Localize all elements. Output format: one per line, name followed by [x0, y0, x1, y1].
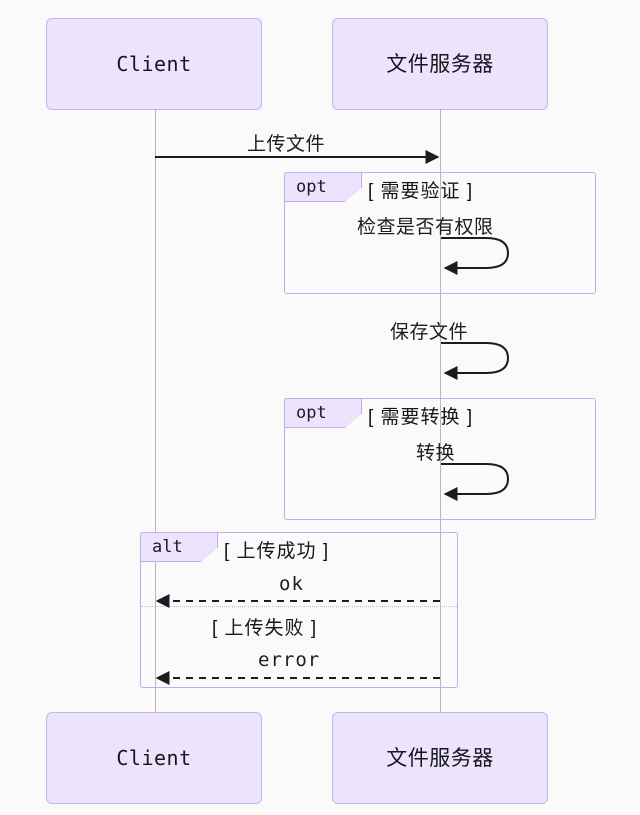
fragment-keyword: opt: [296, 402, 327, 423]
participant-label: 文件服务器: [386, 746, 494, 770]
fragment-opt-needs-conversion: opt: [284, 398, 596, 520]
fragment-keyword: opt: [296, 176, 327, 197]
participant-box-server-top[interactable]: 文件服务器: [332, 18, 548, 110]
message-label-error: error: [258, 649, 321, 671]
message-label-ok: ok: [279, 573, 304, 595]
participant-box-client-bottom[interactable]: Client: [46, 712, 262, 804]
participant-label: Client: [116, 746, 192, 770]
fragment-label-tab-opt-1: opt: [284, 172, 362, 202]
lifeline-client: [155, 110, 156, 712]
message-label-upload-file: 上传文件: [247, 134, 326, 155]
fragment-condition-alt-else: [ 上传失败 ]: [212, 618, 318, 639]
fragment-condition-alt-if: [ 上传成功 ]: [224, 541, 330, 562]
message-label-check-permission: 检查是否有权限: [357, 217, 494, 238]
fragment-condition-opt-2: [ 需要转换 ]: [368, 407, 474, 428]
fragment-label-tab-opt-2: opt: [284, 398, 362, 428]
message-label-convert: 转换: [416, 443, 456, 464]
fragment-opt-needs-verification: opt: [284, 172, 596, 294]
arrow-save-file: [441, 342, 510, 380]
participant-label: Client: [116, 52, 192, 76]
fragment-keyword: alt: [152, 536, 183, 557]
participant-box-server-bottom[interactable]: 文件服务器: [332, 712, 548, 804]
fragment-condition-opt-1: [ 需要验证 ]: [368, 181, 474, 202]
fragment-alt-upload-result: alt: [140, 532, 458, 688]
fragment-label-tab-alt: alt: [140, 532, 218, 562]
participant-label: 文件服务器: [386, 52, 494, 76]
message-label-save-file: 保存文件: [390, 322, 469, 343]
lifeline-server: [440, 110, 441, 712]
alt-divider-line: [141, 606, 457, 607]
participant-box-client-top[interactable]: Client: [46, 18, 262, 110]
